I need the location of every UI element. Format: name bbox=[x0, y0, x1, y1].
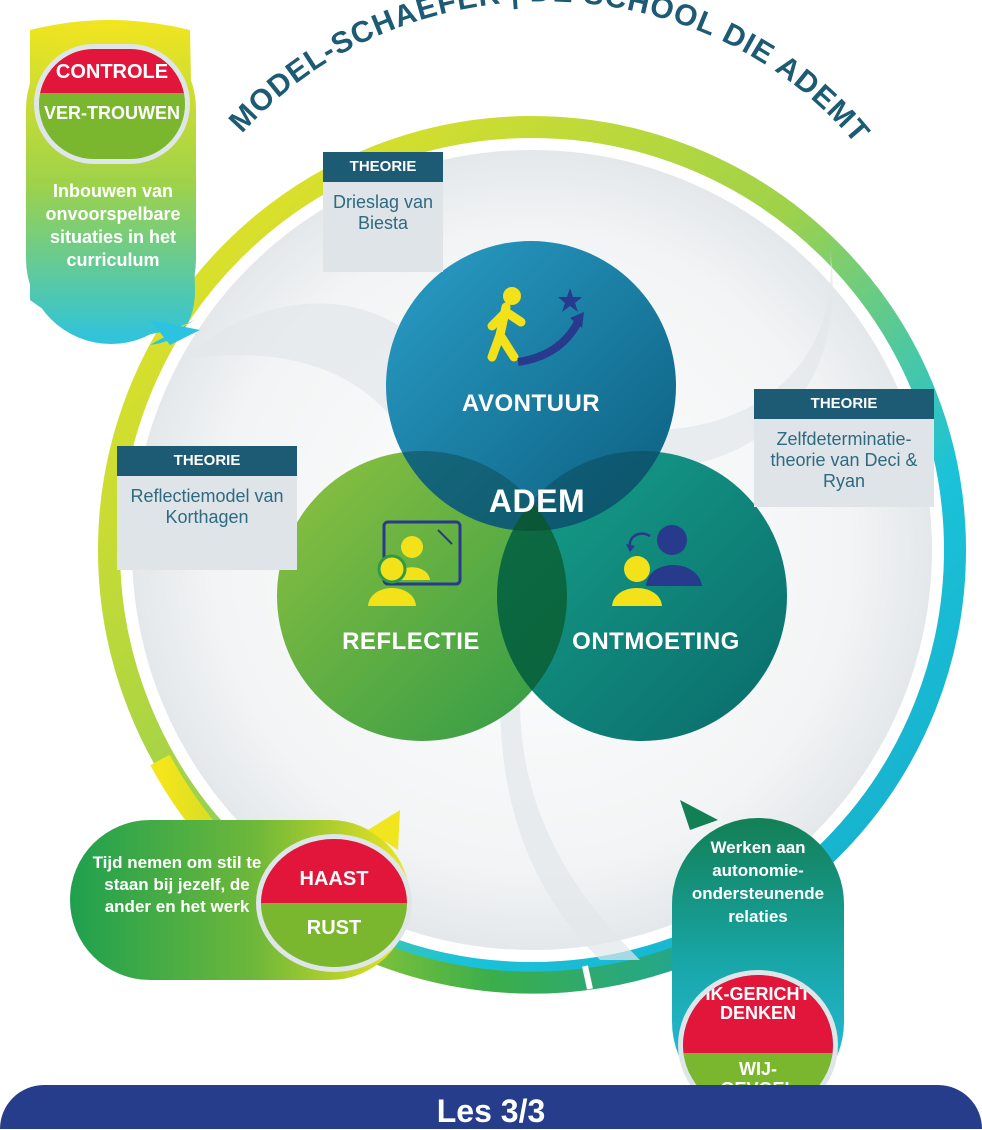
adventure-icon bbox=[487, 287, 584, 366]
label-adem: ADEM bbox=[488, 483, 586, 519]
footer-bar: Les 3/3 bbox=[0, 1085, 982, 1129]
pill-controle-vertrouwen: CONTROLE VER-TROUWEN bbox=[34, 44, 190, 164]
theory-box-korthagen: THEORIE Reflectiemodel van Korthagen bbox=[117, 446, 297, 570]
theory-text: Reflectiemodel van Korthagen bbox=[117, 476, 297, 570]
label-ontmoeting: ONTMOETING bbox=[572, 628, 740, 655]
theory-box-deci-ryan: THEORIE Zelfdeterminatie-theorie van Dec… bbox=[754, 389, 934, 507]
theory-heading: THEORIE bbox=[323, 152, 443, 182]
bubble-top-left-text: Inbouwen van onvoorspelbare situaties in… bbox=[45, 181, 181, 270]
footer-label: Les 3/3 bbox=[436, 1093, 546, 1129]
bubble-bottom-left-text: Tijd nemen om stil te staan bij jezelf, … bbox=[92, 853, 262, 916]
theory-heading: THEORIE bbox=[117, 446, 297, 476]
label-reflectie: REFLECTIE bbox=[342, 628, 480, 655]
label-avontuur: AVONTUUR bbox=[461, 390, 601, 417]
meeting-icon bbox=[612, 525, 702, 606]
bubble-bottom-right-text: Werken aan autonomie-ondersteunende rela… bbox=[691, 838, 825, 926]
theory-text: Drieslag van Biesta bbox=[323, 182, 443, 272]
pill-top-label: IK-GERICHT DENKEN bbox=[683, 975, 833, 1057]
pill-top-label: CONTROLE bbox=[39, 49, 185, 93]
pill-top-label: HAAST bbox=[261, 839, 407, 903]
pill-bottom-label: VER-TROUWEN bbox=[39, 93, 185, 159]
theory-text: Zelfdeterminatie-theorie van Deci & Ryan bbox=[754, 419, 934, 507]
footer-band bbox=[0, 1085, 982, 1129]
pill-bottom-label: RUST bbox=[261, 903, 407, 967]
pill-haast-rust: HAAST RUST bbox=[256, 834, 412, 972]
theory-box-biesta: THEORIE Drieslag van Biesta bbox=[323, 152, 443, 272]
theory-heading: THEORIE bbox=[754, 389, 934, 419]
mirror-icon bbox=[368, 520, 462, 606]
